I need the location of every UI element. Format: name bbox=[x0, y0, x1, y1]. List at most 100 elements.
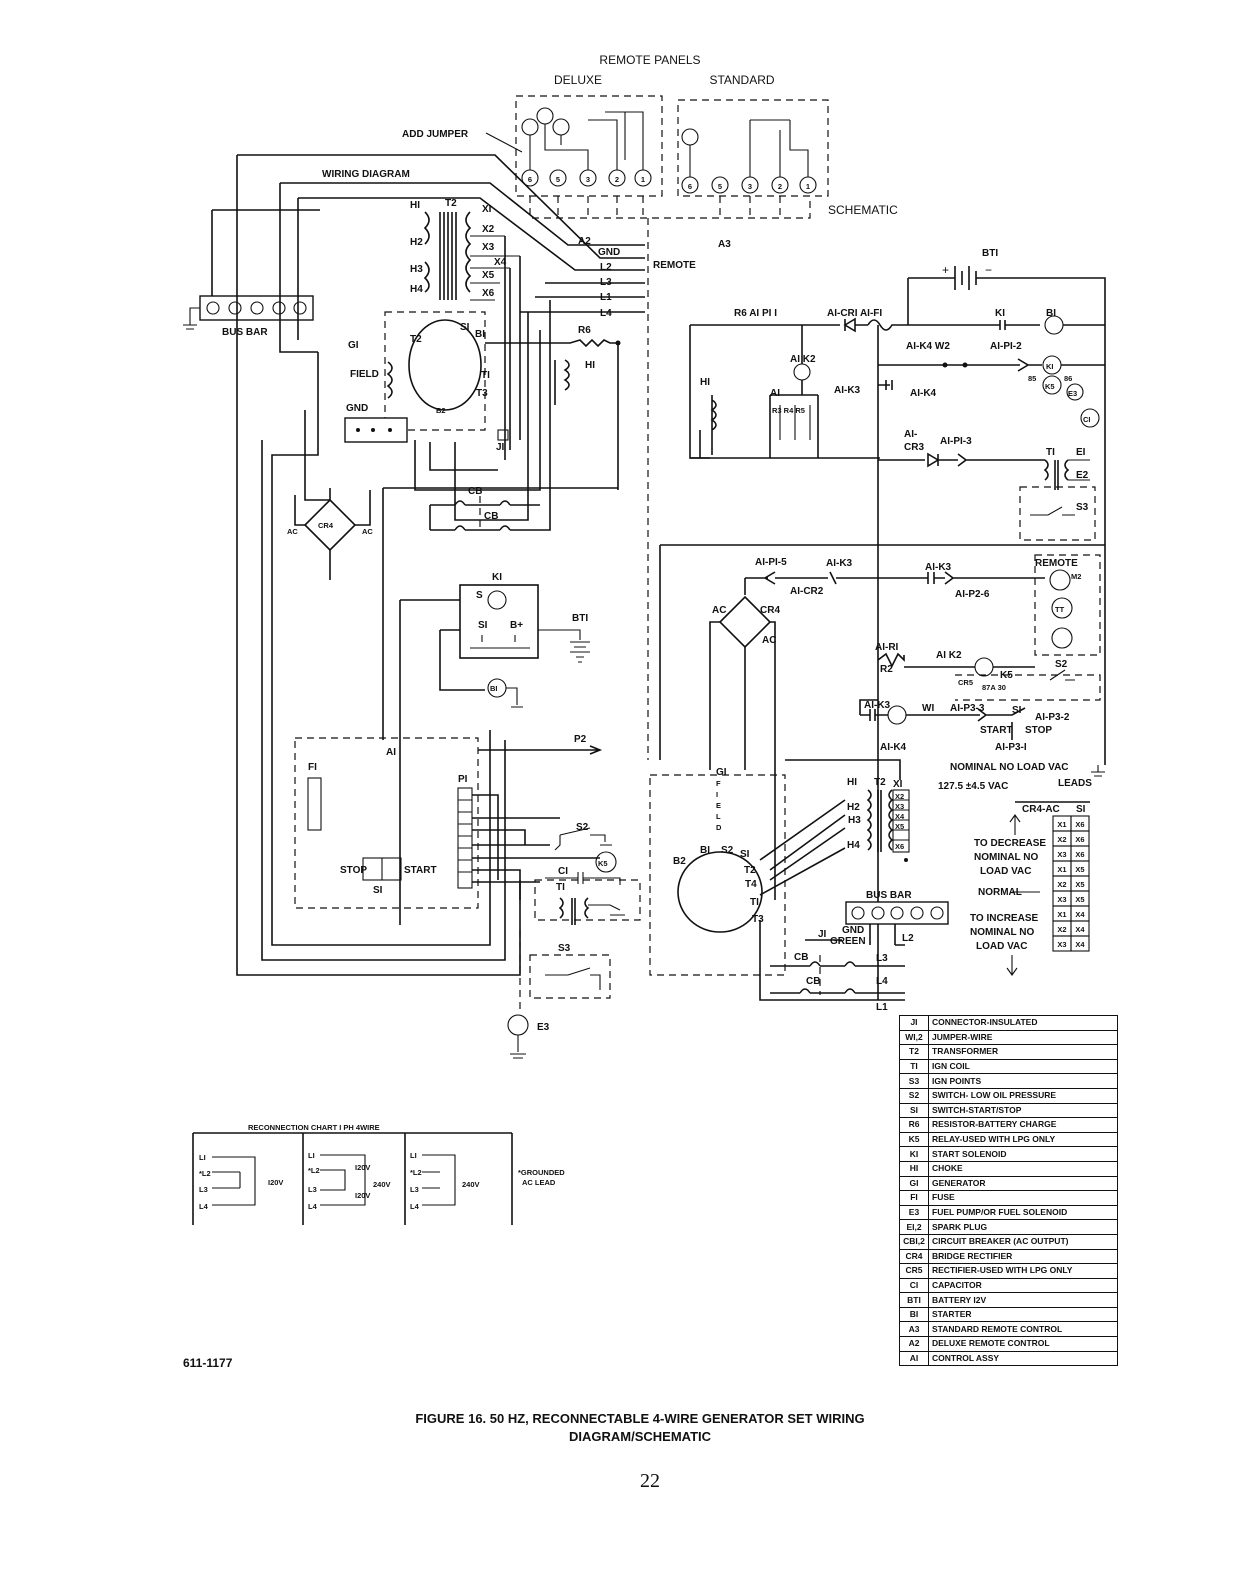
legend-code: JI bbox=[899, 1015, 929, 1031]
schematic: BTI + − R6 AI PI I AI-CRI AI-FI KI BI HI… bbox=[649, 248, 1106, 1013]
gnd-label: GND bbox=[598, 247, 620, 258]
a2-label: A2 bbox=[578, 236, 591, 247]
svg-text:85: 85 bbox=[1028, 374, 1036, 383]
legend-description: GENERATOR bbox=[928, 1175, 1118, 1192]
start-label-right: START bbox=[980, 725, 1013, 736]
tap-cell-label: X1 bbox=[1057, 820, 1066, 829]
wiring-diagram: GND L2 L3 L1 L4 BUS BAR T2 HI H2 H3 H4 X… bbox=[183, 154, 645, 1059]
svg-text:L4: L4 bbox=[410, 1202, 420, 1211]
svg-text:BI: BI bbox=[475, 329, 485, 340]
a1p31-label: AI-P3-I bbox=[995, 742, 1027, 753]
svg-text:D: D bbox=[716, 823, 722, 832]
legend-description: TRANSFORMER bbox=[928, 1044, 1118, 1060]
svg-text:FI: FI bbox=[308, 762, 317, 773]
svg-text:CI: CI bbox=[558, 866, 568, 877]
to-increase-line1: TO INCREASE bbox=[970, 913, 1038, 924]
nominal-no-load-label: NOMINAL NO LOAD VAC bbox=[950, 762, 1069, 773]
legend-code: BTI bbox=[899, 1292, 929, 1308]
legend-code: S3 bbox=[899, 1073, 929, 1089]
svg-text:E2: E2 bbox=[1076, 470, 1089, 481]
svg-text:T2: T2 bbox=[445, 198, 457, 209]
svg-text:L1: L1 bbox=[876, 1002, 888, 1013]
svg-text:TI: TI bbox=[481, 370, 490, 381]
a1k4-bottom-label: AI-K4 bbox=[880, 742, 907, 753]
l4-label: L4 bbox=[600, 308, 612, 319]
a1p26-label: AI-P2-6 bbox=[955, 589, 990, 600]
remote-meters-block: REMOTE M2 TT bbox=[1034, 554, 1101, 656]
a1k4-w2-label: AI-K4 W2 bbox=[906, 341, 950, 352]
svg-text:X4: X4 bbox=[494, 257, 507, 268]
schematic-label: SCHEMATIC bbox=[828, 203, 898, 217]
svg-text:H2: H2 bbox=[847, 802, 860, 813]
legend-description: SPARK PLUG bbox=[928, 1219, 1118, 1235]
svg-text:I20V: I20V bbox=[355, 1163, 370, 1172]
reconnection-col-120-240: LI *L2 L3 L4 I20V 240V I20V bbox=[308, 1151, 391, 1211]
relay-k5-coil bbox=[1042, 375, 1062, 395]
bridge-rectifier-cr4-left: CR4 AC AC bbox=[287, 488, 373, 580]
to-decrease-line2: NOMINAL NO bbox=[974, 852, 1038, 863]
a1p33-label: AI-P3-3 bbox=[950, 703, 985, 714]
legend-code: CR5 bbox=[899, 1263, 929, 1279]
caption-line-2: DIAGRAM/SCHEMATIC bbox=[568, 1429, 712, 1444]
svg-text:I: I bbox=[716, 790, 718, 799]
legend-description: FUSE bbox=[928, 1190, 1118, 1206]
transformer-t2-right: HI T2 XI H2 H3 H4 X2 X3 X4 X5 X6 bbox=[759, 777, 910, 896]
svg-text:AC: AC bbox=[712, 605, 726, 616]
svg-text:L4: L4 bbox=[308, 1202, 318, 1211]
svg-text:240V: 240V bbox=[462, 1180, 480, 1189]
svg-text:B2: B2 bbox=[436, 406, 446, 415]
svg-text:JI: JI bbox=[818, 929, 827, 940]
leads-label: LEADS bbox=[1058, 778, 1092, 789]
svg-text:X4: X4 bbox=[895, 812, 905, 821]
svg-text:T2: T2 bbox=[744, 865, 756, 876]
legend-code: GI bbox=[899, 1175, 929, 1192]
tap-cell-label: X2 bbox=[1057, 880, 1066, 889]
svg-text:T4: T4 bbox=[745, 879, 757, 890]
document-number: 611-1177 bbox=[183, 1356, 233, 1370]
tap-cell-label: X2 bbox=[1057, 925, 1066, 934]
legend-description: CONTROL ASSY bbox=[928, 1350, 1118, 1367]
svg-text:*L2: *L2 bbox=[410, 1168, 422, 1177]
svg-text:K5: K5 bbox=[598, 859, 608, 868]
a1k2-right-label: AI K2 bbox=[936, 650, 962, 661]
tap-cell-label: X5 bbox=[1075, 880, 1084, 889]
legend-code: CI bbox=[899, 1277, 929, 1294]
tap-cell-label: X1 bbox=[1057, 910, 1066, 919]
legend-description: BATTERY I2V bbox=[928, 1292, 1118, 1308]
reconnection-title: RECONNECTION CHART I PH 4WIRE bbox=[248, 1123, 380, 1132]
grounded-lead-line1: *GROUNDED bbox=[518, 1168, 565, 1177]
tap-cell-label: X4 bbox=[1075, 910, 1085, 919]
svg-text:AC: AC bbox=[362, 527, 373, 536]
transformer-t2: T2 HI H2 H3 H4 XI X2 X3 X4 X5 X6 bbox=[410, 198, 520, 301]
svg-text:SI: SI bbox=[1012, 705, 1022, 716]
tap-cell-label: X2 bbox=[1057, 835, 1066, 844]
l3-label: L3 bbox=[600, 277, 612, 288]
legend-description: DELUXE REMOTE CONTROL bbox=[928, 1336, 1118, 1352]
legend-description: BRIDGE RECTIFIER bbox=[928, 1248, 1118, 1265]
svg-text:240V: 240V bbox=[373, 1180, 391, 1189]
svg-text:XI: XI bbox=[482, 204, 492, 215]
legend-code: BI bbox=[899, 1306, 929, 1323]
svg-text:*L2: *L2 bbox=[308, 1166, 320, 1175]
svg-text:EI: EI bbox=[1076, 447, 1086, 458]
svg-text:1: 1 bbox=[641, 175, 645, 184]
legend-code: S2 bbox=[899, 1087, 929, 1104]
spark-plug-e3 bbox=[1066, 383, 1084, 401]
svg-text:6: 6 bbox=[528, 175, 532, 184]
remote-label: REMOTE bbox=[653, 260, 696, 271]
svg-text:START: START bbox=[404, 865, 437, 876]
legend-code: A3 bbox=[899, 1321, 929, 1338]
svg-text:TI: TI bbox=[750, 897, 759, 908]
svg-text:CB: CB bbox=[794, 952, 808, 963]
svg-text:5: 5 bbox=[718, 182, 722, 191]
